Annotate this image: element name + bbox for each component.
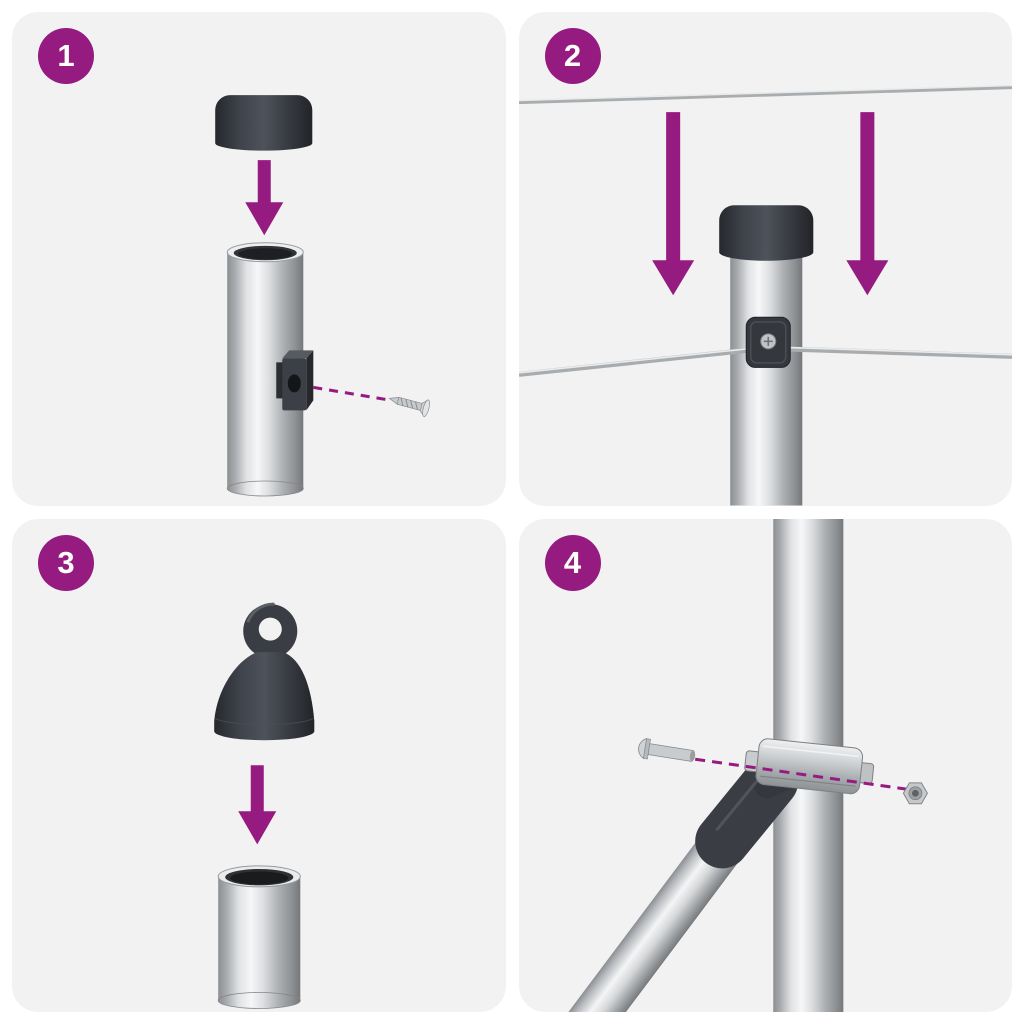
step-2-illustration (518, 84, 1012, 506)
step-4-number-badge: 4 (544, 534, 601, 591)
down-arrow-icon (245, 160, 284, 236)
post-cap-icon (215, 95, 313, 151)
down-arrow-right-icon (845, 112, 888, 296)
wire-clip-icon (745, 316, 791, 368)
nut-icon (902, 781, 928, 804)
step-2-number-badge: 2 (544, 28, 601, 84)
bolt-icon (637, 737, 695, 762)
step-panel-4: 4 (518, 518, 1012, 1012)
step-3-number-badge: 3 (38, 534, 94, 591)
step-1-illustration (215, 95, 430, 497)
step-4-number: 4 (563, 544, 582, 580)
step-2-number: 2 (563, 38, 582, 73)
post-cap-icon (718, 205, 813, 261)
dashed-guide-line (313, 385, 386, 401)
step-4-illustration (567, 518, 928, 1012)
step-3-illustration (214, 602, 315, 1009)
screw-icon (388, 396, 430, 418)
capped-post (718, 205, 813, 506)
upper-tension-wire (518, 84, 1012, 105)
step-1-number-badge: 1 (38, 28, 94, 84)
step-1-number: 1 (57, 38, 75, 73)
down-arrow-icon (238, 764, 277, 844)
wire-holder-bracket-icon (276, 350, 314, 411)
eyelet-cap-icon (214, 602, 315, 740)
step-panel-1: 1 (12, 12, 506, 506)
step-panel-3: 3 (12, 518, 506, 1012)
down-arrow-left-icon (651, 112, 694, 296)
open-metal-tube (217, 864, 301, 1009)
dashed-guide-line (694, 757, 908, 791)
step-3-number: 3 (57, 544, 75, 580)
step-panel-2: 2 (518, 12, 1012, 506)
